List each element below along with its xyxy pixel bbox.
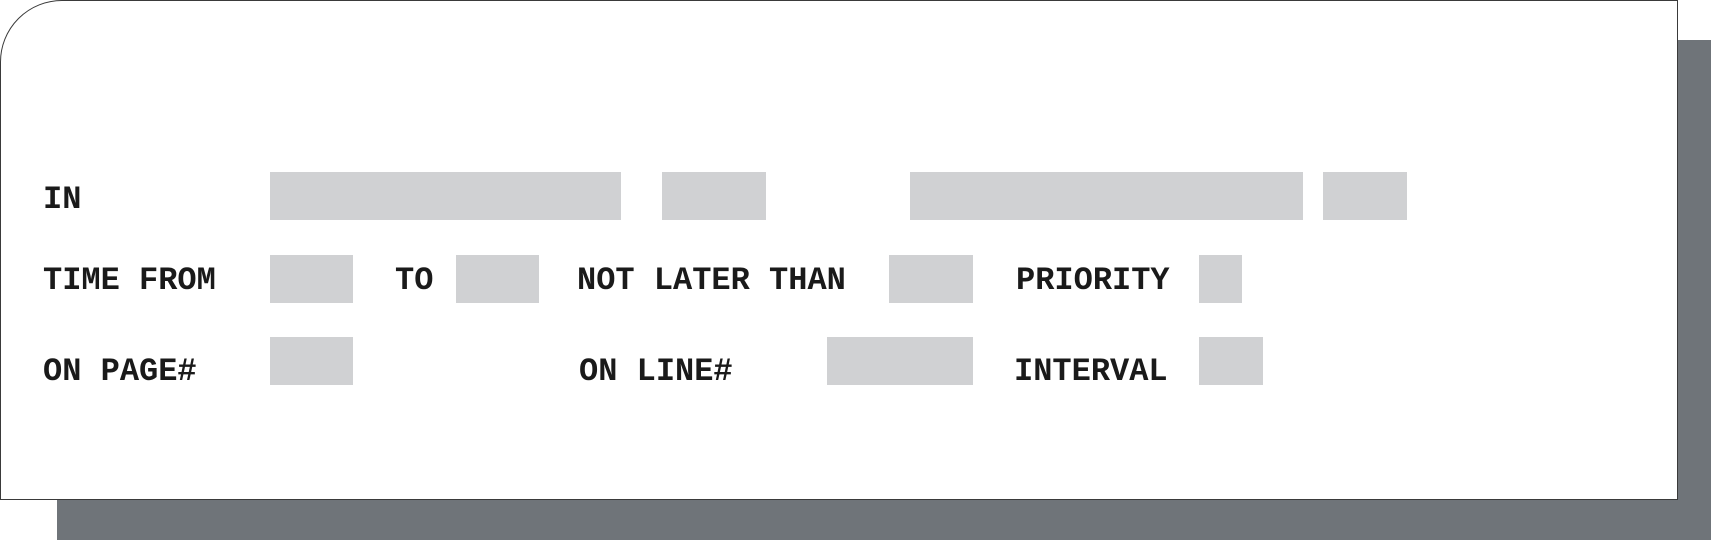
interval-field[interactable] [1199, 337, 1263, 385]
not-later-than-field[interactable] [889, 255, 973, 303]
in-field-2[interactable] [662, 172, 766, 220]
time-from-label: TIME FROM [43, 262, 216, 299]
priority-field[interactable] [1199, 255, 1242, 303]
on-line-field[interactable] [827, 337, 973, 385]
priority-label: PRIORITY [1016, 262, 1170, 299]
to-field[interactable] [456, 255, 539, 303]
on-page-label: ON PAGE# [43, 353, 197, 390]
interval-label: INTERVAL [1014, 353, 1168, 390]
form-panel: IN TIME FROM TO NOT LATER THAN PRIORITY … [0, 0, 1678, 500]
to-label: TO [395, 262, 434, 299]
in-field-1[interactable] [270, 172, 621, 220]
not-later-than-label: NOT LATER THAN [577, 262, 846, 299]
in-field-3[interactable] [910, 172, 1303, 220]
time-from-field[interactable] [270, 255, 353, 303]
in-field-4[interactable] [1323, 172, 1407, 220]
in-label: IN [43, 181, 82, 218]
on-page-field[interactable] [270, 337, 353, 385]
on-line-label: ON LINE# [579, 353, 733, 390]
